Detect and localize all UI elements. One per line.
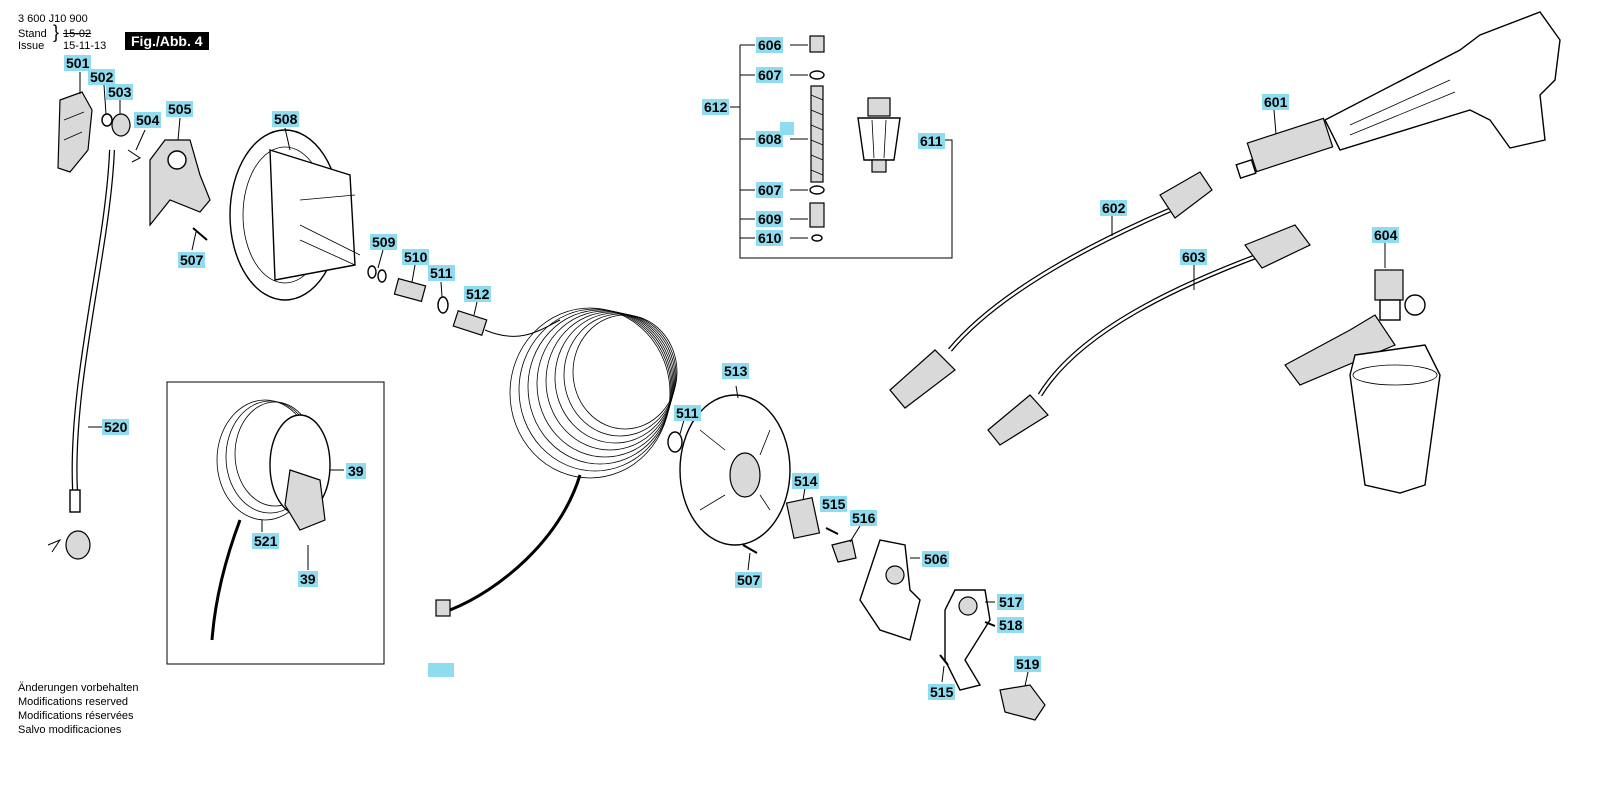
- callout-611: 611: [918, 133, 945, 149]
- modifications-notice: Änderungen vorbehalten Modifications res…: [18, 681, 138, 737]
- callout-610: 610: [756, 230, 784, 246]
- doc-number: 3 600 J10 900: [18, 13, 88, 25]
- part-604-foam-lance: [1284, 269, 1441, 494]
- part-508-reel-flange: [229, 129, 361, 301]
- callout-505: 505: [166, 101, 194, 117]
- blank-highlight-marker: [780, 122, 794, 135]
- part-501-cover: [57, 91, 93, 173]
- callout-609: 609: [756, 211, 784, 227]
- issue-label: Issue: [18, 40, 45, 52]
- hose-coil: [435, 307, 678, 617]
- brace: }: [53, 22, 60, 42]
- callout-39-upper: 39: [346, 463, 366, 479]
- part-601-spray-gun: [1235, 11, 1561, 180]
- part-611-filter: [857, 97, 901, 173]
- callout-508: 508: [272, 111, 300, 127]
- callout-612: 612: [702, 99, 730, 115]
- notice-line-es: Salvo modificaciones: [18, 724, 122, 736]
- callout-514: 514: [792, 473, 820, 489]
- callout-602: 602: [1100, 200, 1128, 216]
- callout-511-lower: 511: [674, 405, 701, 421]
- callout-518: 518: [997, 617, 1025, 633]
- callout-603: 603: [1180, 249, 1208, 265]
- issue-value: 15-11-13: [63, 40, 107, 52]
- callout-606: 606: [756, 37, 784, 53]
- callout-39-lower: 39: [298, 571, 318, 587]
- callout-608: 608: [756, 131, 784, 147]
- callout-509: 509: [370, 234, 398, 250]
- blank-highlight-marker: [428, 663, 454, 677]
- callout-502: 502: [88, 69, 116, 85]
- callout-516: 516: [850, 510, 878, 526]
- callout-520: 520: [102, 419, 130, 435]
- notice-line-fr: Modifications réservées: [18, 710, 134, 722]
- part-513-flange: [679, 394, 791, 546]
- callout-521: 521: [252, 533, 280, 549]
- callout-517: 517: [997, 594, 1025, 610]
- stand-label: Stand: [18, 28, 47, 40]
- stand-value: 15-02: [63, 28, 92, 40]
- part-521-reel-assembly: [210, 399, 331, 641]
- callout-607-lower: 607: [756, 182, 784, 198]
- notice-line-de: Änderungen vorbehalten: [18, 682, 139, 694]
- callout-513: 513: [722, 363, 750, 379]
- notice-line-en: Modifications reserved: [18, 696, 129, 708]
- callout-604: 604: [1372, 227, 1400, 243]
- callout-512: 512: [464, 286, 492, 302]
- callout-510: 510: [402, 249, 430, 265]
- callout-511-upper: 511: [428, 265, 455, 281]
- callout-507-upper: 507: [178, 252, 206, 268]
- callout-515-upper: 515: [820, 496, 848, 512]
- callout-506: 506: [922, 551, 950, 567]
- figure-badge: Fig./Abb. 4: [125, 32, 209, 50]
- callout-519: 519: [1014, 656, 1042, 672]
- callout-507-lower: 507: [735, 572, 763, 588]
- callout-515-lower: 515: [928, 684, 956, 700]
- callout-601: 601: [1262, 94, 1290, 110]
- callout-504: 504: [134, 112, 162, 128]
- callout-503: 503: [106, 84, 134, 100]
- callout-501: 501: [64, 55, 92, 71]
- callout-607-upper: 607: [756, 67, 784, 83]
